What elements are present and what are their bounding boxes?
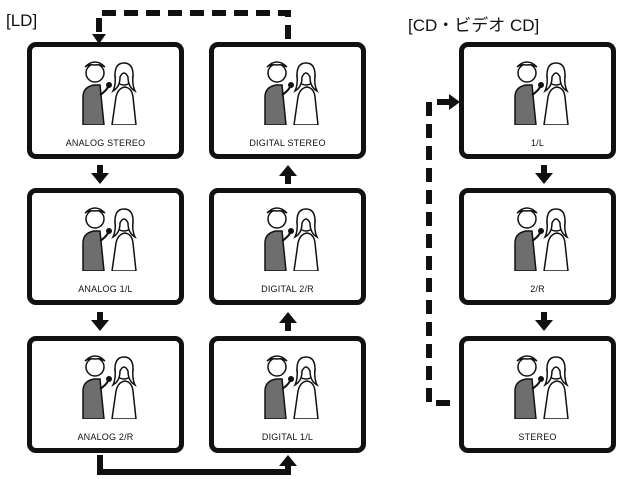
screen-label: ANALOG 2/R [77, 432, 134, 442]
arrow-up-1 [279, 165, 297, 184]
screen-label: DIGITAL 1/L [261, 432, 314, 442]
screen-label: STEREO [518, 432, 557, 442]
ld-loop-arrowhead [92, 34, 106, 44]
couple-figure [502, 55, 578, 130]
screen-cd-1l: 1/L [459, 42, 616, 159]
cd-loop-dashed-arrow [426, 99, 450, 406]
couple-figure [70, 201, 146, 276]
couple-figure [502, 201, 578, 276]
screen-digital-stereo: DIGITAL STEREO [209, 42, 366, 159]
couple-figure [252, 55, 328, 130]
cd-arrow-down-2 [535, 312, 553, 331]
screen-digital-1l: DIGITAL 1/L [209, 336, 366, 453]
cd-loop-arrowhead [449, 94, 460, 110]
screen-label: DIGITAL STEREO [249, 138, 326, 148]
arrow-down-1 [91, 165, 109, 184]
ld-loop-dashed-arrow [96, 10, 291, 39]
screen-label: 1/L [530, 138, 545, 148]
screen-cd-2r: 2/R [459, 188, 616, 305]
screen-label: ANALOG 1/L [78, 284, 133, 294]
screen-analog-stereo: ANALOG STEREO [27, 42, 184, 159]
cd-arrow-down-1 [535, 165, 553, 184]
ld-bottom-connector [97, 455, 291, 475]
couple-figure [252, 201, 328, 276]
ld-bottom-arrowhead [279, 455, 297, 466]
couple-figure [70, 349, 146, 424]
screen-label: 2/R [530, 284, 545, 294]
screen-digital-2r: DIGITAL 2/R [209, 188, 366, 305]
arrow-down-2 [91, 312, 109, 331]
screen-label: DIGITAL 2/R [261, 284, 314, 294]
ld-section-title: [LD] [6, 11, 38, 30]
screen-analog-1l: ANALOG 1/L [27, 188, 184, 305]
arrow-up-2 [279, 312, 297, 331]
couple-figure [252, 349, 328, 424]
couple-figure [502, 349, 578, 424]
screen-analog-2r: ANALOG 2/R [27, 336, 184, 453]
screen-label: ANALOG STEREO [65, 138, 146, 148]
couple-figure [70, 55, 146, 130]
screen-cd-stereo: STEREO [459, 336, 616, 453]
cd-section-title: [CD・ビデオ CD] [408, 16, 540, 35]
